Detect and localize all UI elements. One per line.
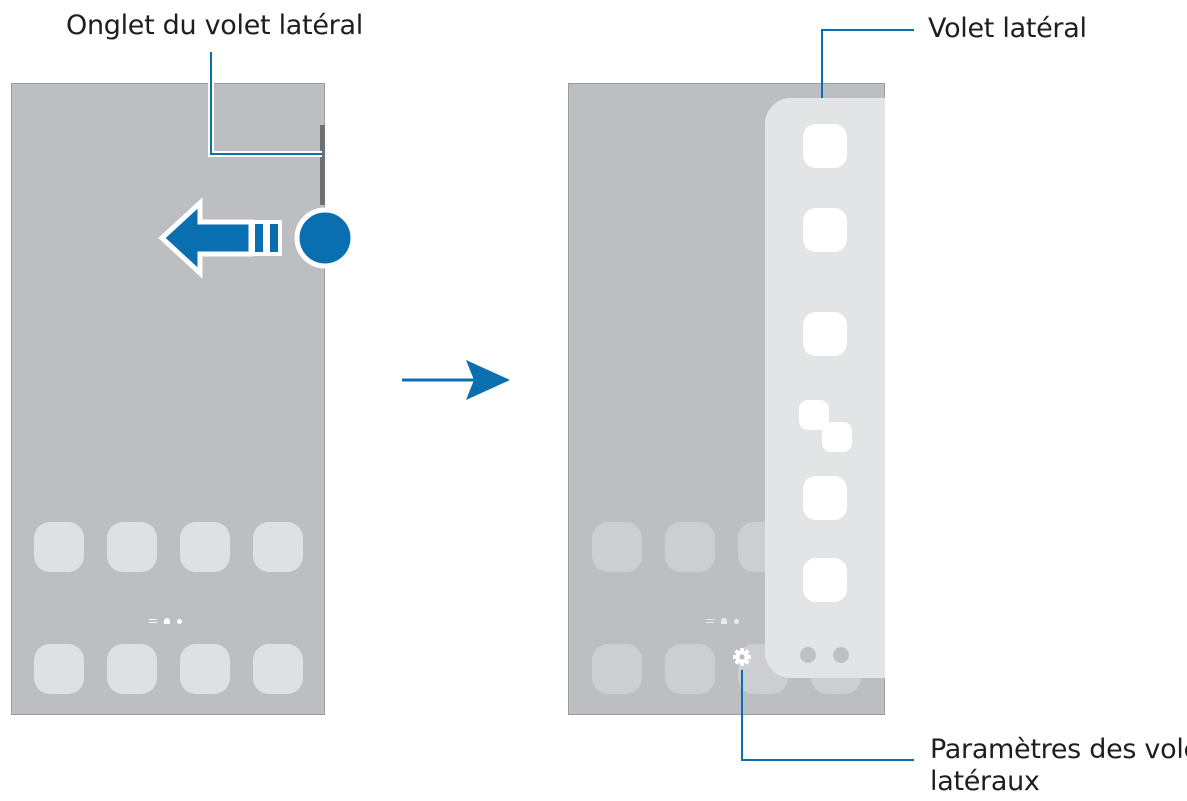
page-indicator-dot [177, 618, 182, 624]
edge-panel-settings-label-line2: latéraux [930, 766, 1040, 797]
app-icon[interactable] [34, 644, 84, 694]
app-icon[interactable] [253, 522, 303, 572]
panel-handle-callout-line [208, 52, 322, 157]
edge-panel-settings-label-line1: Paramètres des volets [930, 734, 1187, 765]
edge-panel-app-icon[interactable] [803, 312, 847, 356]
app-icon[interactable] [180, 644, 230, 694]
panel-handle-callout-line [210, 52, 322, 155]
edge-panel-app-icon[interactable] [803, 124, 847, 168]
edge-panel-callout-line [821, 29, 914, 98]
swipe-left-arrow-icon [158, 197, 356, 279]
app-icon[interactable] [592, 522, 642, 572]
gear-icon[interactable] [733, 648, 751, 666]
page-indicator [149, 618, 182, 624]
edge-panel-page-dot [800, 647, 816, 663]
page-indicator-home [721, 618, 727, 624]
page-indicator-list [149, 619, 157, 623]
app-icon[interactable] [34, 522, 84, 572]
app-icon[interactable] [107, 522, 157, 572]
page-indicator-dot [734, 618, 739, 624]
edge-panel-handle[interactable] [320, 125, 325, 205]
edge-panel-app-icon[interactable] [803, 208, 847, 252]
panel-handle-label: Onglet du volet latéral [66, 10, 363, 41]
app-icon[interactable] [592, 644, 642, 694]
app-icon[interactable] [665, 644, 715, 694]
edge-panel-label: Volet latéral [928, 13, 1087, 44]
edge-panel-app-icon[interactable] [803, 558, 847, 602]
home-screen-before [11, 83, 325, 715]
edge-panel-app-pair-icon[interactable] [822, 422, 852, 452]
edge-panel-app-icon[interactable] [803, 476, 847, 520]
app-icon[interactable] [665, 522, 715, 572]
edge-panel[interactable] [765, 98, 885, 678]
page-indicator-home [164, 618, 170, 624]
app-icon[interactable] [253, 644, 303, 694]
page-indicator-list [706, 619, 714, 623]
app-icon[interactable] [180, 522, 230, 572]
edge-panel-page-dot [833, 647, 849, 663]
edge-panel-settings-label: Paramètres des volets latéraux [930, 734, 1187, 798]
app-icon[interactable] [107, 644, 157, 694]
arrow-right-icon [402, 360, 510, 400]
page-indicator [706, 618, 739, 624]
settings-callout-line [741, 670, 914, 761]
